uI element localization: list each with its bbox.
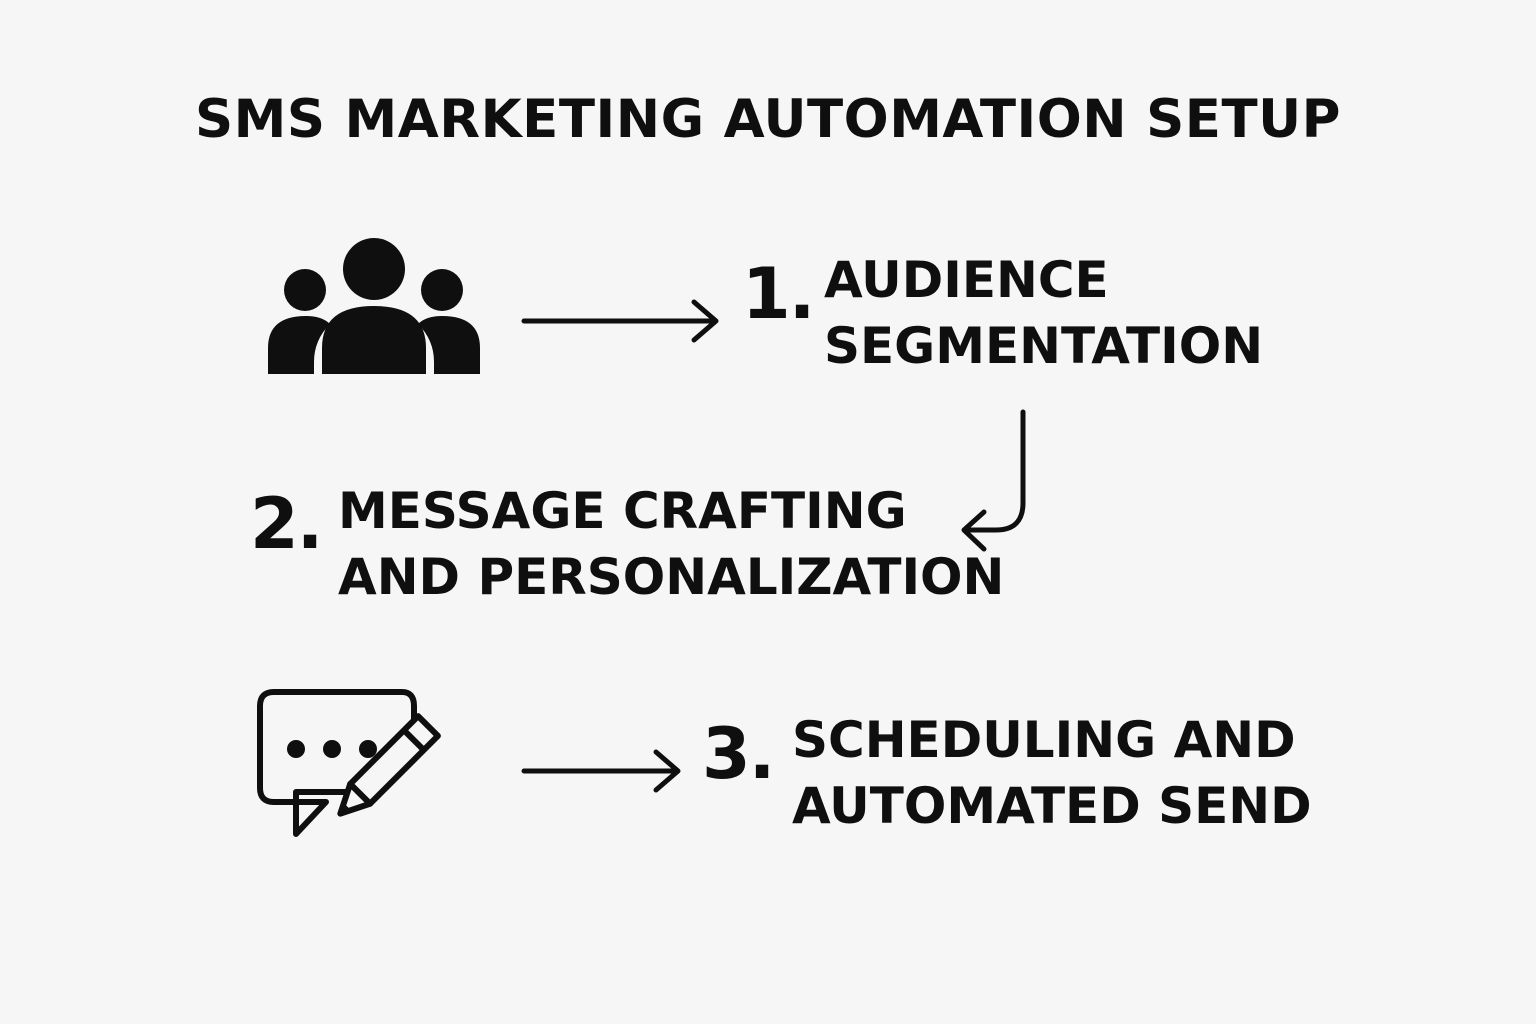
step-1-number: 1.	[742, 253, 815, 335]
diagram-title: SMS MARKETING AUTOMATION SETUP	[195, 89, 1341, 150]
step-3-label-line-2: AUTOMATED SEND	[792, 777, 1312, 835]
step-3-number: 3.	[702, 713, 775, 795]
step-1-label: AUDIENCE SEGMENTATION	[824, 247, 1263, 379]
step-2-label: MESSAGE CRAFTING AND PERSONALIZATION	[338, 478, 1004, 610]
arrow-right-3	[521, 749, 681, 793]
step-3-label-line-1: SCHEDULING AND	[792, 711, 1296, 769]
step-2-label-line-2: AND PERSONALIZATION	[338, 548, 1005, 606]
arrow-right-1	[521, 299, 719, 343]
arrow-down-left	[961, 409, 1026, 552]
chat-bubble-pencil-icon	[257, 689, 441, 837]
people-group-icon	[268, 238, 480, 374]
step-2-label-line-1: MESSAGE CRAFTING	[338, 482, 907, 540]
step-1-label-line-2: SEGMENTATION	[824, 317, 1264, 375]
step-2-number: 2.	[250, 483, 323, 565]
step-3-label: SCHEDULING AND AUTOMATED SEND	[792, 707, 1312, 839]
step-1-label-line-1: AUDIENCE	[824, 251, 1109, 309]
